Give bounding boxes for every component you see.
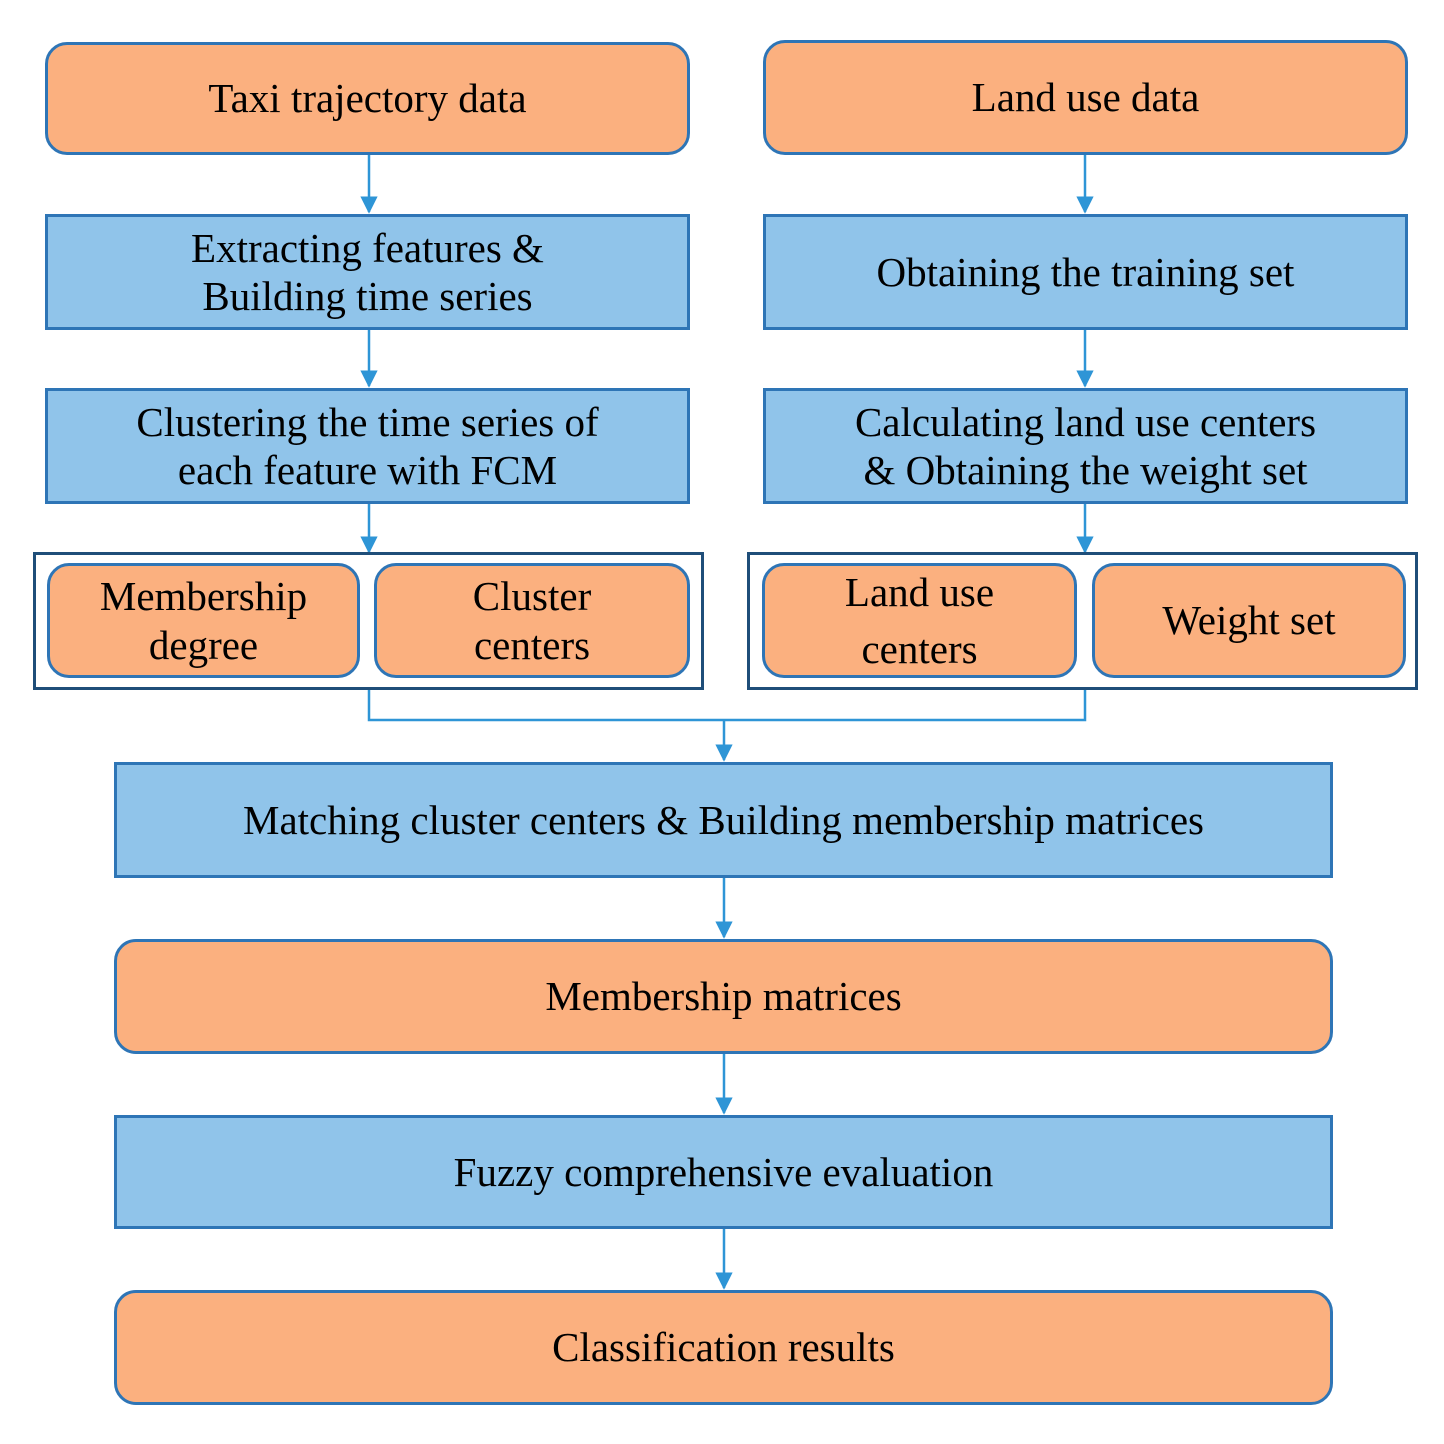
cluster-centers-line-1: Cluster — [472, 573, 592, 620]
fuzzy-comprehensive-evaluation-box: Fuzzy comprehensive evaluation — [114, 1115, 1333, 1229]
left-results-group — [33, 552, 704, 690]
taxi-trajectory-data-box: Taxi trajectory data — [45, 42, 690, 155]
membership-degree-box: Membership degree — [47, 563, 360, 678]
membership-matrices-label: Membership matrices — [545, 973, 902, 1020]
land-use-centers-line-2: centers — [861, 625, 978, 672]
clustering-line-1: Clustering the time series of — [136, 398, 599, 445]
matching-cluster-centers-label: Matching cluster centers & Building memb… — [243, 796, 1204, 843]
membership-matrices-box: Membership matrices — [114, 939, 1333, 1054]
matching-cluster-centers-box: Matching cluster centers & Building memb… — [114, 762, 1333, 878]
calculating-line-1: Calculating land use centers — [854, 398, 1317, 445]
land-use-centers-box: Land use centers — [762, 563, 1077, 678]
extracting-features-box: Extracting features & Building time seri… — [45, 214, 690, 330]
extracting-features-line-2: Building time series — [202, 273, 533, 319]
obtaining-training-set-label: Obtaining the training set — [876, 248, 1295, 295]
land-use-data-box: Land use data — [763, 40, 1408, 155]
land-use-centers-line-1: Land use — [844, 568, 995, 615]
taxi-trajectory-data-label: Taxi trajectory data — [208, 75, 527, 122]
membership-degree-line-1: Membership — [99, 573, 308, 620]
obtaining-training-set-box: Obtaining the training set — [763, 214, 1408, 330]
clustering-time-series-box: Clustering the time series of each featu… — [45, 388, 690, 504]
clustering-line-2: each feature with FCM — [177, 447, 558, 493]
weight-set-label: Weight set — [1162, 597, 1336, 644]
cluster-centers-line-2: centers — [473, 621, 591, 668]
classification-results-label: Classification results — [552, 1324, 895, 1371]
fuzzy-comprehensive-evaluation-label: Fuzzy comprehensive evaluation — [453, 1148, 994, 1195]
land-use-data-label: Land use data — [971, 74, 1200, 121]
membership-degree-line-2: degree — [148, 621, 259, 668]
extracting-features-line-1: Extracting features & — [191, 224, 544, 271]
classification-results-box: Classification results — [114, 1290, 1333, 1405]
connector-left-group-down — [367, 690, 724, 722]
calculating-line-2: & Obtaining the weight set — [863, 447, 1308, 493]
weight-set-box: Weight set — [1092, 563, 1406, 678]
right-results-group — [747, 552, 1418, 690]
calculating-centers-box: Calculating land use centers & Obtaining… — [763, 388, 1408, 504]
connector-right-group-down — [724, 690, 1087, 722]
cluster-centers-box: Cluster centers — [374, 563, 690, 678]
